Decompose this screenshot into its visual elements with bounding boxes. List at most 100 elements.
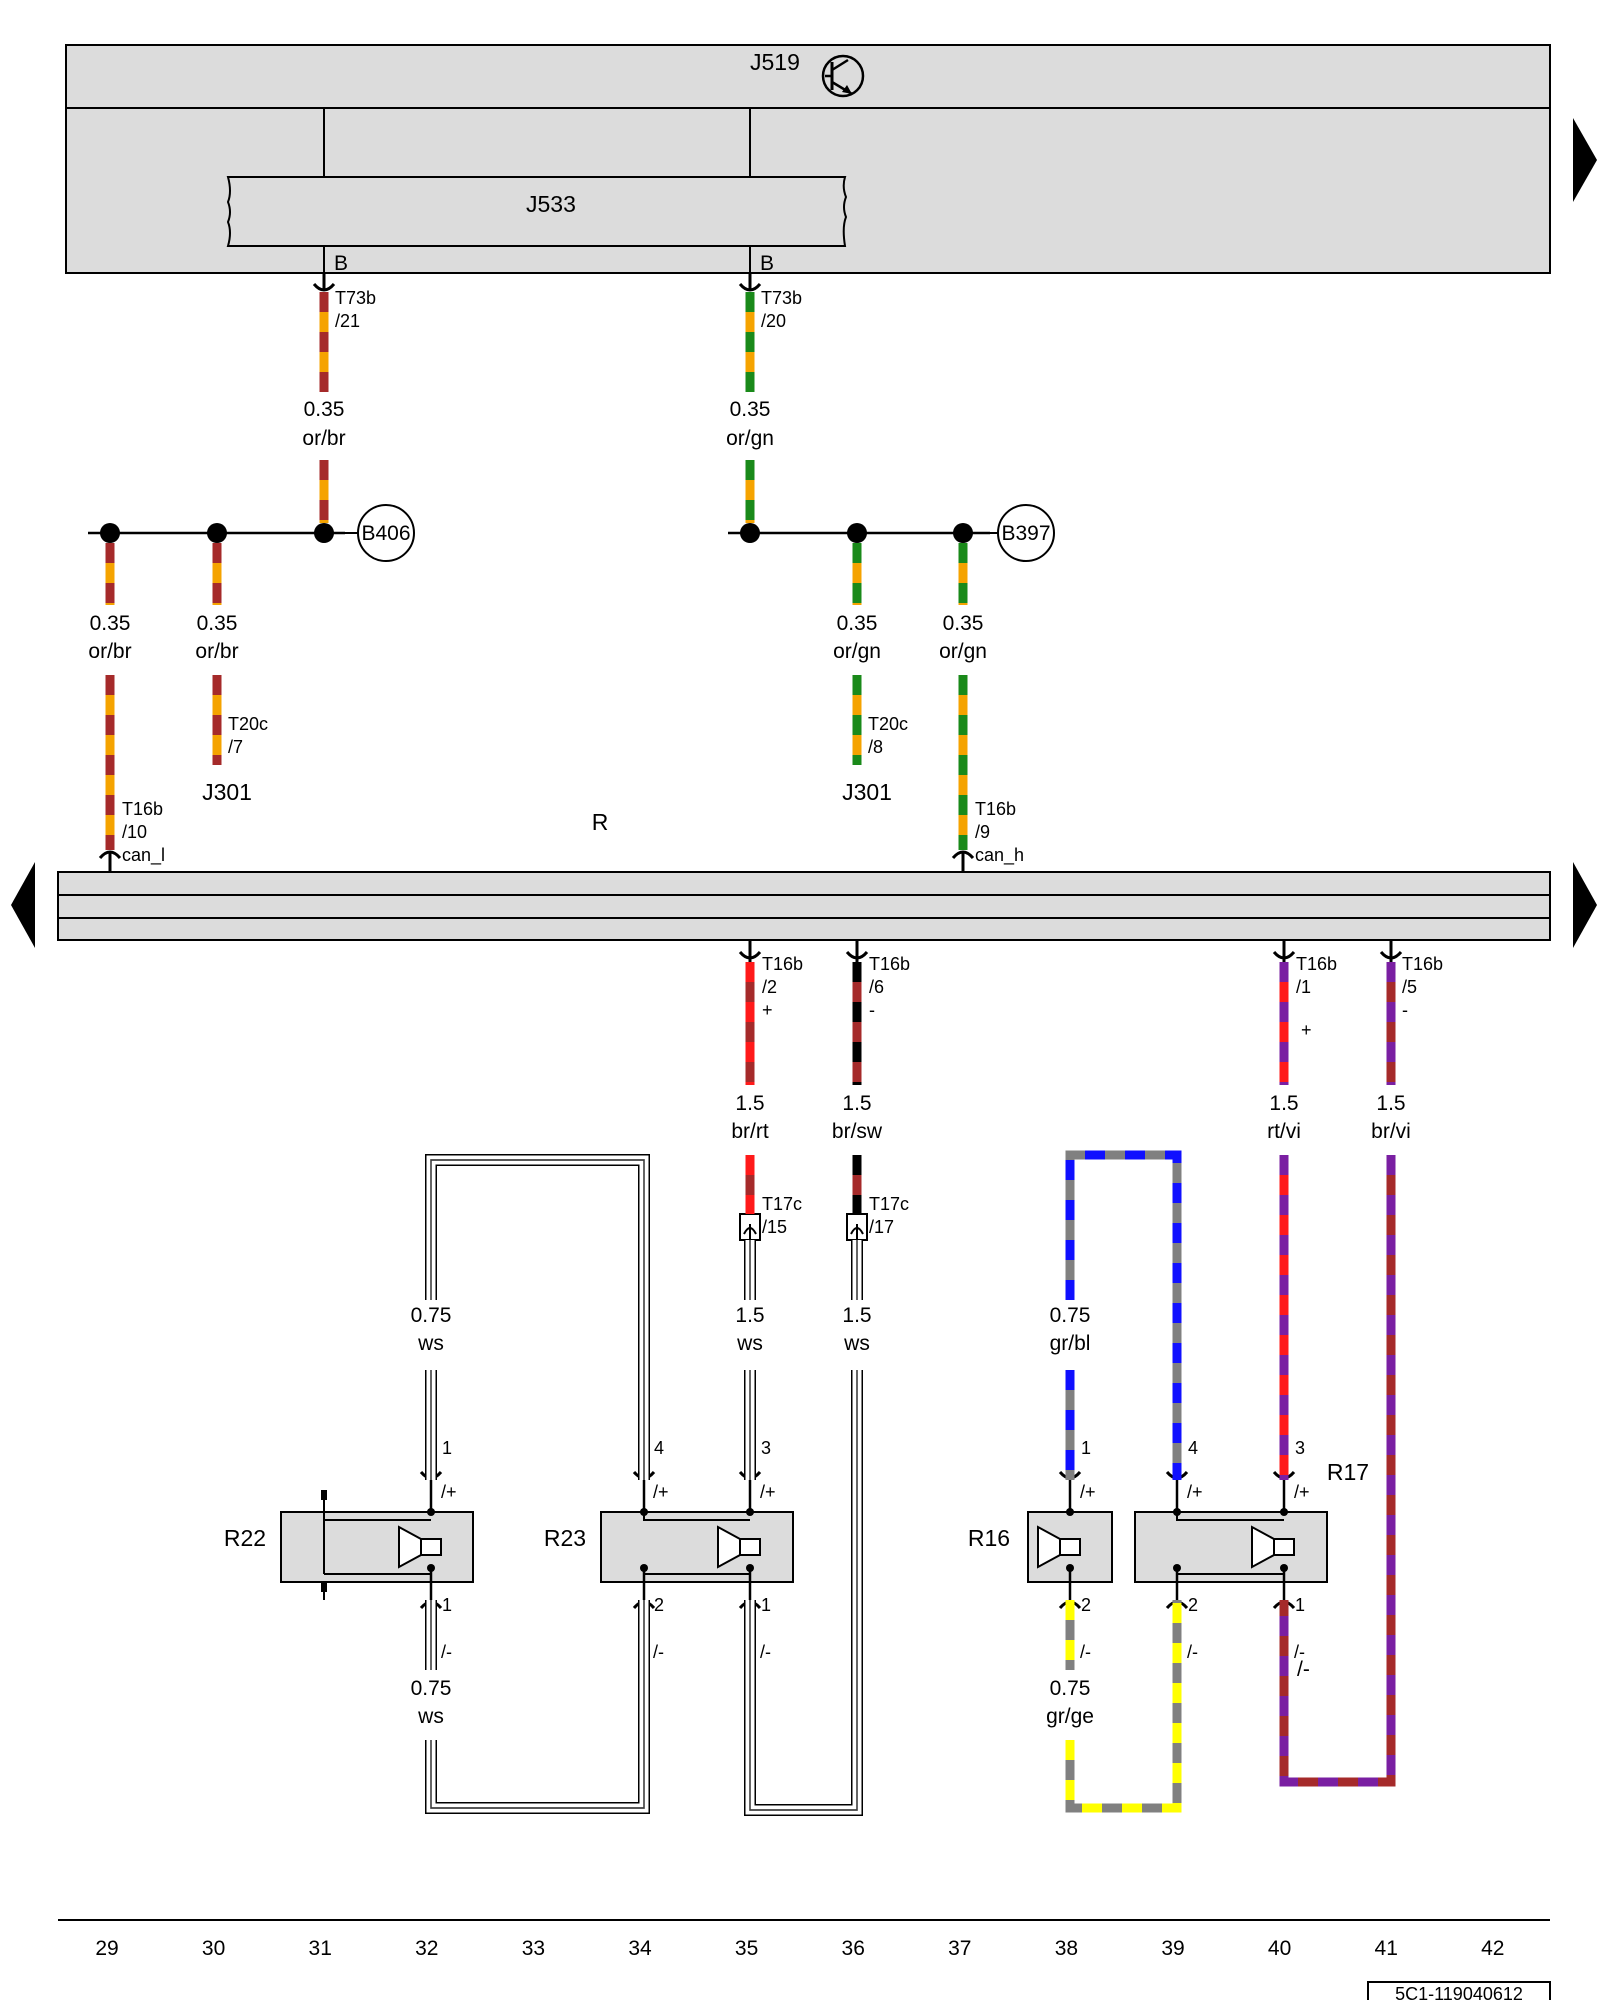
t17c-label-35: T17c <box>762 1194 802 1214</box>
splice-node <box>740 523 760 543</box>
splice-node <box>100 523 120 543</box>
module-j519-label: J519 <box>750 49 800 75</box>
speaker-icon <box>398 1525 442 1569</box>
wire-color-grbl: gr/bl <box>1050 1332 1091 1355</box>
module-j301-left: J301 <box>202 779 252 805</box>
splice-node <box>847 523 867 543</box>
speaker-r17 <box>1134 1511 1328 1583</box>
wire-color-orbr-b: or/br <box>195 640 238 663</box>
r17-label: R17 <box>1327 1459 1369 1485</box>
grid-column-number: 36 <box>842 1937 865 1960</box>
wire-size-grge: 0.75 <box>1050 1677 1091 1700</box>
speaker-icon <box>1251 1525 1295 1569</box>
minus-sign-36: - <box>869 1000 875 1020</box>
t16b-pin-6: /6 <box>869 977 884 997</box>
splice-b406 <box>357 504 415 562</box>
t73b-pin-21: /21 <box>335 311 360 331</box>
wire-size-rtvi: 1.5 <box>1269 1092 1298 1115</box>
r16-pol-bot: /- <box>1080 1642 1091 1662</box>
r16-pol-top: /+ <box>1080 1482 1096 1502</box>
module-j533 <box>226 176 848 247</box>
wire-color-ws-r22-bot: ws <box>417 1705 444 1728</box>
r23-pin-bot-b: 1 <box>761 1595 771 1615</box>
grid-column-number: 41 <box>1375 1937 1398 1960</box>
wire-size-grbl: 0.75 <box>1050 1304 1091 1327</box>
grid-column-number: 29 <box>95 1937 118 1960</box>
wire-size-ws-r22-bot: 0.75 <box>411 1677 452 1700</box>
connector-t17c-17 <box>846 1213 868 1241</box>
connector-t17c-15 <box>739 1213 761 1241</box>
t20c-label-right: T20c <box>868 714 908 734</box>
splice-b397 <box>997 504 1055 562</box>
wire-color-grge: gr/ge <box>1046 1705 1094 1728</box>
wire-color-orbr-a: or/br <box>88 640 131 663</box>
splice-node <box>314 523 334 543</box>
can-h-label: can_h <box>975 845 1024 866</box>
wire-size-ws-35: 1.5 <box>735 1304 764 1327</box>
page-continue-arrow-right-bus[interactable] <box>1573 862 1597 948</box>
plus-sign-40: + <box>1301 1020 1312 1040</box>
grid-column-number: 33 <box>522 1937 545 1960</box>
splice-node <box>207 523 227 543</box>
r16-pin-bot: 2 <box>1081 1595 1091 1615</box>
t17c-pin-15: /15 <box>762 1217 787 1237</box>
doc-id-box <box>1367 1981 1551 2000</box>
wire-color-brvi: br/vi <box>1371 1120 1411 1143</box>
speaker-icon <box>1037 1525 1081 1569</box>
r22-pol-bot: /- <box>441 1642 452 1662</box>
grid-column-number: 40 <box>1268 1937 1291 1960</box>
module-j301-right: J301 <box>842 779 892 805</box>
t16b-pin-2: /2 <box>762 977 777 997</box>
can-l-label: can_l <box>122 845 165 866</box>
speaker-icon <box>717 1525 761 1569</box>
grid-column-number: 38 <box>1055 1937 1078 1960</box>
t20c-pin-8: /8 <box>868 737 883 757</box>
splice-b406-label: B406 <box>361 522 410 545</box>
page-continue-arrow-right-top[interactable] <box>1573 118 1597 202</box>
t16b-label-40: T16b <box>1296 954 1337 974</box>
r23-pin-top-a: 4 <box>654 1438 664 1458</box>
r17-pin-bot-b: 1 <box>1295 1595 1305 1615</box>
wire-color-brsw: br/sw <box>832 1120 883 1143</box>
grid-column-number: 32 <box>415 1937 438 1960</box>
grid-column-number: 42 <box>1481 1937 1504 1960</box>
connector-hook-t16b <box>1272 950 1296 960</box>
wire-size-ws-36: 1.5 <box>842 1304 871 1327</box>
connector-b-left: B <box>334 252 348 275</box>
t16b-label-36: T16b <box>869 954 910 974</box>
r22-internal-lines <box>321 1490 431 1600</box>
t73b-label-left: T73b <box>335 288 376 308</box>
t20c-label-left: T20c <box>228 714 268 734</box>
wire-color-organ-b: or/gn <box>939 640 987 663</box>
t16b-pin-9: /9 <box>975 822 990 842</box>
r22-label: R22 <box>224 1525 266 1551</box>
wire-color-rtvi: rt/vi <box>1267 1120 1301 1143</box>
t16b-pin-1: /1 <box>1296 977 1311 997</box>
wire-grge-loop <box>1065 1600 1182 1813</box>
t16b-label-35: T16b <box>762 954 803 974</box>
t16b-pin-10: /10 <box>122 822 147 842</box>
minus-sign-41: - <box>1402 1000 1408 1020</box>
wire-color-organ-top: or/gn <box>726 427 774 450</box>
doc-id: 5C1-119040612 <box>1395 1984 1523 2000</box>
t17c-pin-17: /17 <box>869 1217 894 1237</box>
harness-bus-r <box>57 871 1551 941</box>
r16-pin-top: 1 <box>1081 1438 1091 1458</box>
r17-internal-lines <box>1176 1512 1284 1582</box>
r23-pin-top-b: 3 <box>761 1438 771 1458</box>
wire-color-organ-a: or/gn <box>833 640 881 663</box>
r23-pol-bot-a: /- <box>653 1642 664 1662</box>
wire-ws-36-loop <box>744 1370 863 1816</box>
wire-color-orbr-top: or/br <box>302 427 345 450</box>
wire-size-brsw: 1.5 <box>842 1092 871 1115</box>
wire-size-orbr-a: 0.35 <box>90 612 131 635</box>
page-continue-arrow-left-bus[interactable] <box>11 862 35 948</box>
grid-column-number: 37 <box>948 1937 971 1960</box>
connector-hook-t16b <box>738 950 762 960</box>
harness-label: R <box>592 809 609 835</box>
grid-column-number: 39 <box>1161 1937 1184 1960</box>
r17-pol-bot-a: /- <box>1187 1642 1198 1662</box>
wire-size-organ-a: 0.35 <box>837 612 878 635</box>
t73b-pin-20: /20 <box>761 311 786 331</box>
wire-color-brrt: br/rt <box>731 1120 769 1143</box>
